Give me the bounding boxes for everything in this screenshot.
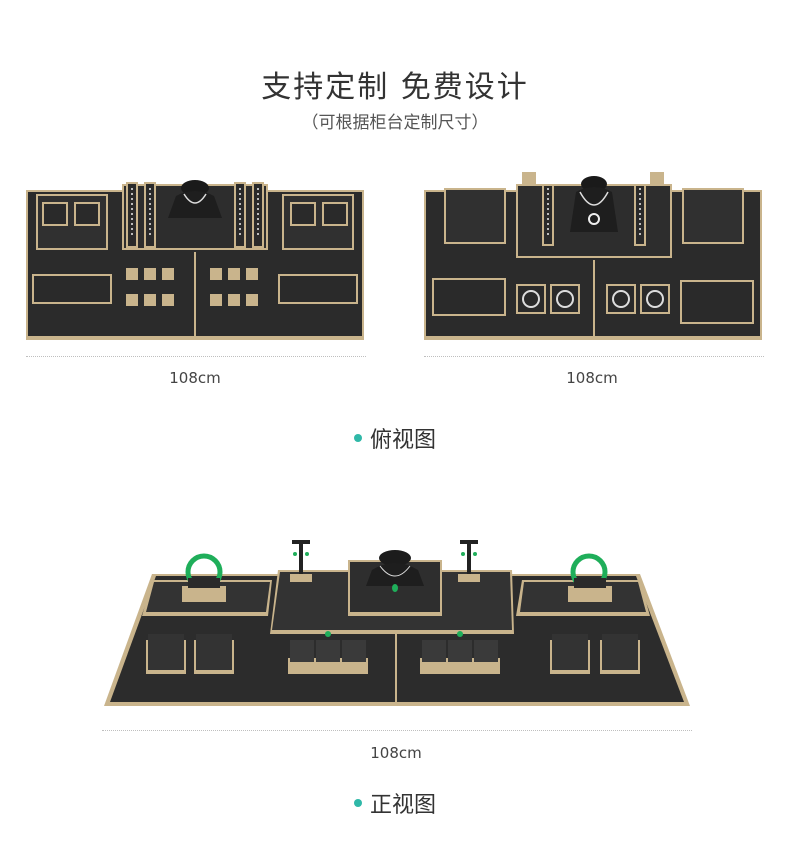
top-view-right-image (424, 172, 764, 344)
top-view-caption-text: 俯视图 (369, 428, 436, 453)
front-view-caption-text: 正视图 (369, 793, 436, 818)
top-view-caption: 俯视图 (0, 422, 790, 454)
top-left-dimension-line (26, 356, 366, 357)
front-width-label: 108cm (370, 744, 422, 762)
front-view-image (102, 530, 692, 715)
heading-title-wrap: 支持定制 免费设计 (255, 62, 535, 106)
top-right-width-label: 108cm (566, 369, 618, 387)
bullet-dot-icon (353, 799, 362, 807)
top-view-left-image (26, 178, 366, 343)
heading: 支持定制 免费设计 (0, 62, 790, 106)
bullet-dot-icon (353, 434, 362, 442)
heading-title: 支持定制 免费设计 (261, 70, 529, 105)
top-left-width-label: 108cm (169, 369, 221, 387)
front-dimension-line (102, 730, 692, 731)
front-view-caption: 正视图 (0, 787, 790, 819)
top-right-dimension-line (424, 356, 764, 357)
heading-subtitle: （可根据柜台定制尺寸） (301, 113, 489, 133)
